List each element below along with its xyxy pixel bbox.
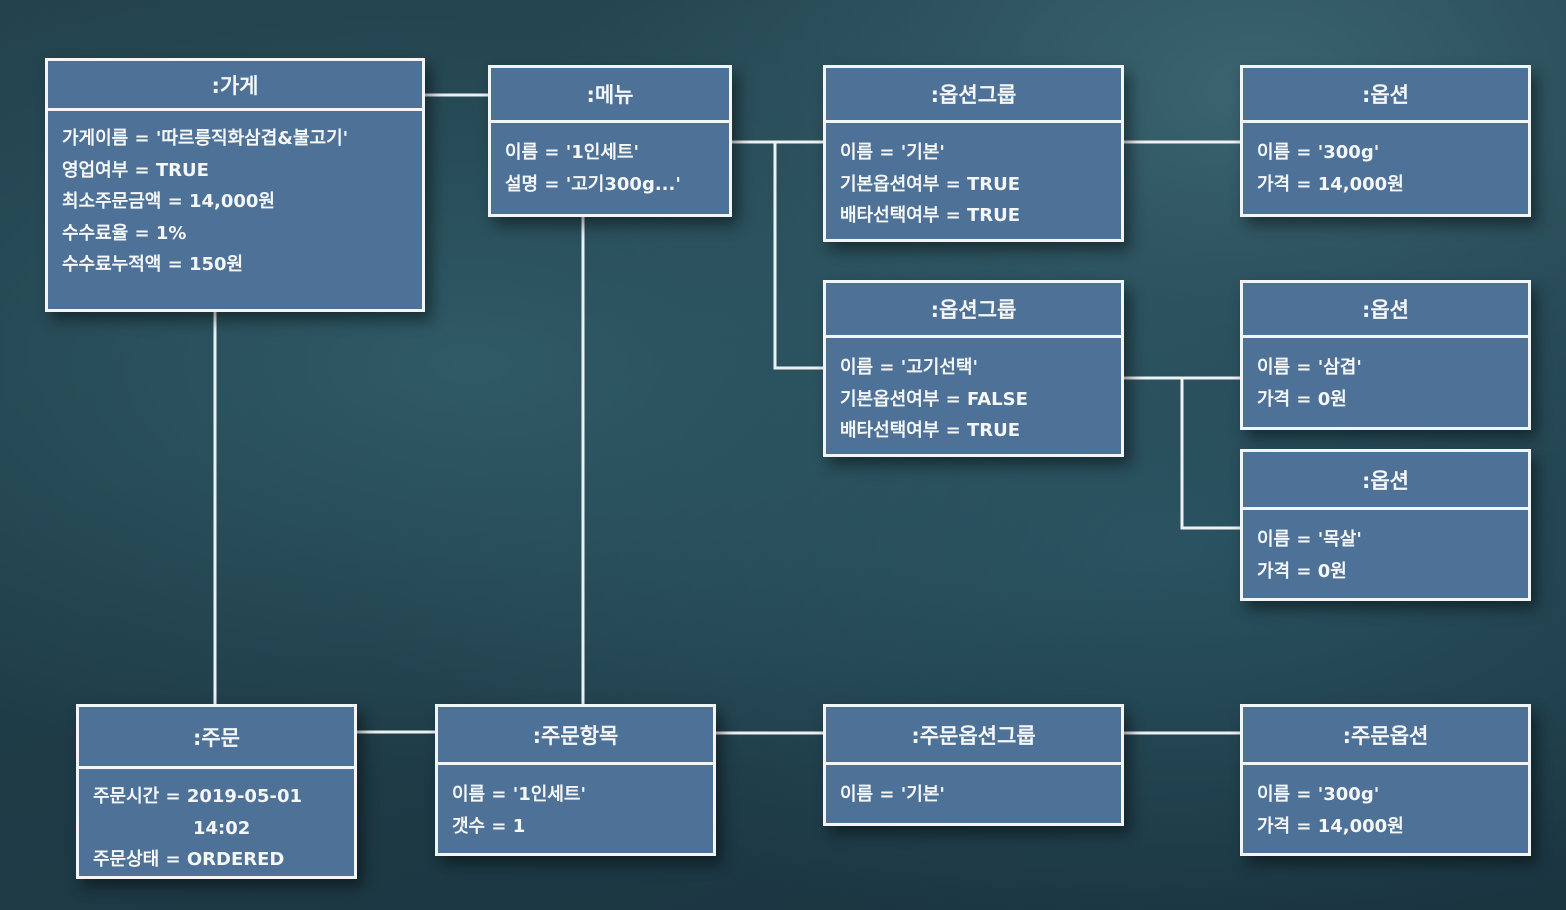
attribute: 이름 = '고기선택': [840, 357, 978, 378]
attribute-list: 이름 = '삼겹' 가격 = 0원: [1243, 338, 1528, 423]
object-title: :가게: [48, 61, 422, 111]
attribute-continuation: 14:02: [193, 817, 251, 839]
attribute-list: 이름 = '1인세트' 갯수 = 1: [438, 765, 713, 850]
object-title: :주문옵션그룹: [826, 707, 1121, 765]
attribute: 수수료누적액 = 150원: [62, 254, 244, 275]
attribute: 이름 = '300g': [1257, 784, 1380, 805]
object-option-samgyeop: :옵션 이름 = '삼겹' 가격 = 0원: [1240, 280, 1531, 430]
attribute: 배타선택여부 = TRUE: [840, 420, 1021, 441]
object-title: :옵션: [1243, 68, 1528, 123]
object-order-option: :주문옵션 이름 = '300g' 가격 = 14,000원: [1240, 704, 1531, 856]
attribute: 기본옵션여부 = TRUE: [840, 173, 1021, 195]
object-title: :주문항목: [438, 707, 713, 765]
attribute-list: 이름 = '300g' 가격 = 14,000원: [1243, 123, 1528, 208]
attribute: 기본옵션여부 = FALSE: [840, 388, 1028, 410]
attribute-list: 이름 = '목살' 가격 = 0원: [1243, 510, 1528, 595]
object-title: :옵션그룹: [826, 68, 1121, 123]
object-order: :주문 주문시간 = 2019-05-01 14:02 주문상태 = ORDER…: [76, 704, 357, 879]
attribute: 이름 = '1인세트': [452, 784, 586, 805]
object-title: :옵션: [1243, 452, 1528, 510]
object-title: :옵션: [1243, 283, 1528, 338]
attribute: 가게이름 = '따르릉직화삼겹&불고기': [62, 128, 349, 149]
object-order-item: :주문항목 이름 = '1인세트' 갯수 = 1: [435, 704, 716, 856]
attribute: 이름 = '300g': [1257, 142, 1380, 163]
attribute-list: 이름 = '기본': [826, 765, 1121, 819]
object-option-300g: :옵션 이름 = '300g' 가격 = 14,000원: [1240, 65, 1531, 217]
object-option-group-meat: :옵션그룹 이름 = '고기선택' 기본옵션여부 = FALSE 배타선택여부 …: [823, 280, 1124, 457]
object-title: :주문옵션: [1243, 707, 1528, 765]
attribute: 수수료율 = 1%: [62, 222, 187, 244]
attribute: 설명 = '고기300g...': [505, 173, 681, 195]
attribute: 주문시간 = 2019-05-01: [93, 786, 302, 807]
attribute: 배타선택여부 = TRUE: [840, 205, 1021, 226]
attribute: 최소주문금액 = 14,000원: [62, 191, 275, 212]
attribute-list: 이름 = '1인세트' 설명 = '고기300g...': [491, 123, 729, 208]
attribute: 이름 = '기본': [840, 784, 945, 805]
attribute: 가격 = 14,000원: [1257, 815, 1404, 837]
object-menu: :메뉴 이름 = '1인세트' 설명 = '고기300g...': [488, 65, 732, 217]
attribute: 이름 = '1인세트': [505, 142, 639, 163]
object-title: :주문: [79, 707, 354, 769]
object-option-group-basic: :옵션그룹 이름 = '기본' 기본옵션여부 = TRUE 배타선택여부 = T…: [823, 65, 1124, 242]
attribute: 이름 = '삼겹': [1257, 357, 1362, 378]
attribute: 주문상태 = ORDERED: [93, 849, 285, 870]
link-optiongroup2-options: [1122, 376, 1242, 530]
attribute-list: 이름 = '300g' 가격 = 14,000원: [1243, 765, 1528, 850]
attribute: 가격 = 0원: [1257, 560, 1347, 582]
object-option-moksal: :옵션 이름 = '목살' 가격 = 0원: [1240, 449, 1531, 601]
attribute-list: 주문시간 = 2019-05-01 14:02 주문상태 = ORDERED: [79, 769, 354, 884]
object-order-option-group: :주문옵션그룹 이름 = '기본': [823, 704, 1124, 826]
object-store: :가게 가게이름 = '따르릉직화삼겹&불고기' 영업여부 = TRUE 최소주…: [45, 58, 425, 312]
attribute: 갯수 = 1: [452, 815, 526, 837]
link-menu-optiongroups: [730, 140, 825, 370]
attribute: 가격 = 14,000원: [1257, 173, 1404, 195]
object-title: :옵션그룹: [826, 283, 1121, 338]
attribute: 이름 = '목살': [1257, 529, 1362, 550]
object-title: :메뉴: [491, 68, 729, 123]
attribute: 이름 = '기본': [840, 142, 945, 163]
attribute-list: 가게이름 = '따르릉직화삼겹&불고기' 영업여부 = TRUE 최소주문금액 …: [48, 111, 422, 289]
attribute: 영업여부 = TRUE: [62, 159, 209, 181]
attribute: 가격 = 0원: [1257, 388, 1347, 410]
attribute-list: 이름 = '고기선택' 기본옵션여부 = FALSE 배타선택여부 = TRUE: [826, 338, 1121, 455]
attribute-list: 이름 = '기본' 기본옵션여부 = TRUE 배타선택여부 = TRUE: [826, 123, 1121, 240]
